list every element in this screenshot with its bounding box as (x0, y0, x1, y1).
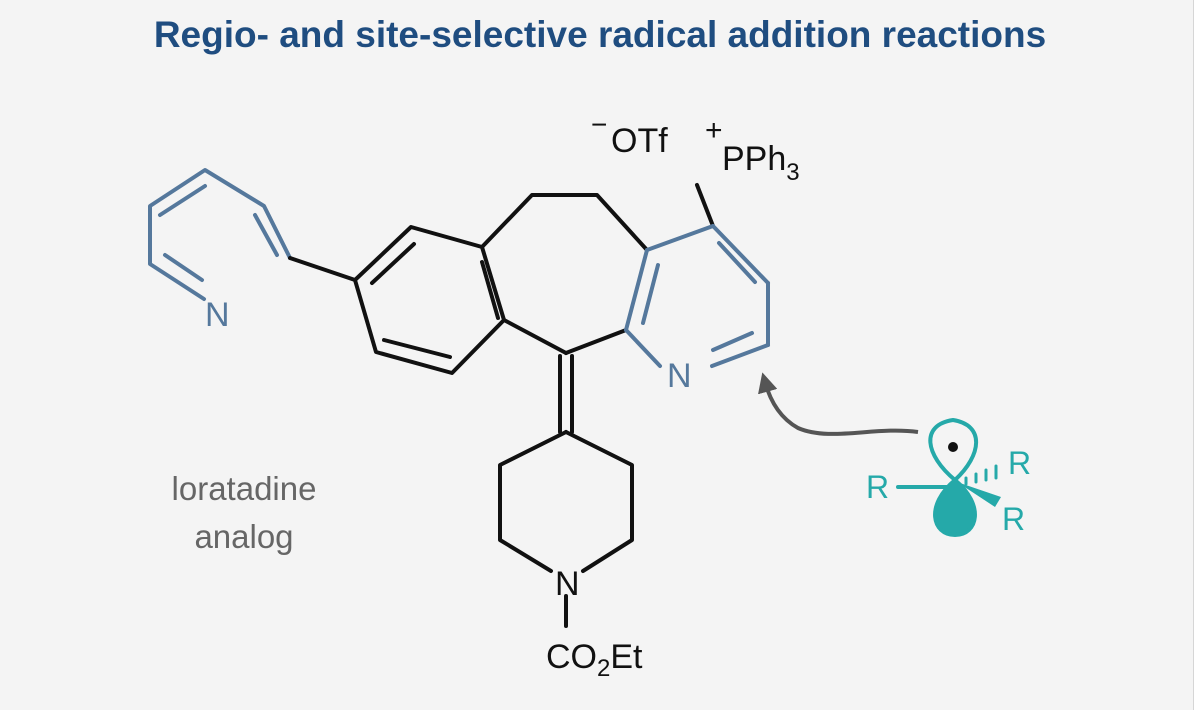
molecule-label-line1: loratadine (172, 470, 317, 507)
radical-dot (948, 442, 958, 452)
pyridine-nitrogen: N (205, 296, 230, 334)
core-pyridine-ring (624, 224, 770, 368)
slide-title: Regio- and site-selective radical additi… (153, 14, 1047, 55)
right-edge (1193, 0, 1200, 710)
wedge-bond (957, 482, 1001, 507)
phosphonium-group: PPh3 (722, 140, 800, 186)
attack-arrow (758, 372, 919, 436)
molecule-label-line2: analog (194, 518, 293, 555)
phosphonium-charge: + (705, 114, 723, 147)
radical-r-top: R (1008, 445, 1031, 481)
core-skeleton (288, 183, 715, 628)
radical-r-bottom: R (1002, 501, 1025, 537)
radical-species (896, 418, 998, 537)
counter-ion-charge: − (591, 109, 607, 140)
carbamate-group: CO2Et (546, 638, 643, 682)
core-pyridine-nitrogen: N (667, 357, 692, 395)
radical-r-left: R (866, 469, 889, 505)
pyridyl-substituent (148, 168, 292, 301)
counter-ion: OTf (611, 122, 668, 160)
piperidine-nitrogen: N (555, 565, 580, 603)
